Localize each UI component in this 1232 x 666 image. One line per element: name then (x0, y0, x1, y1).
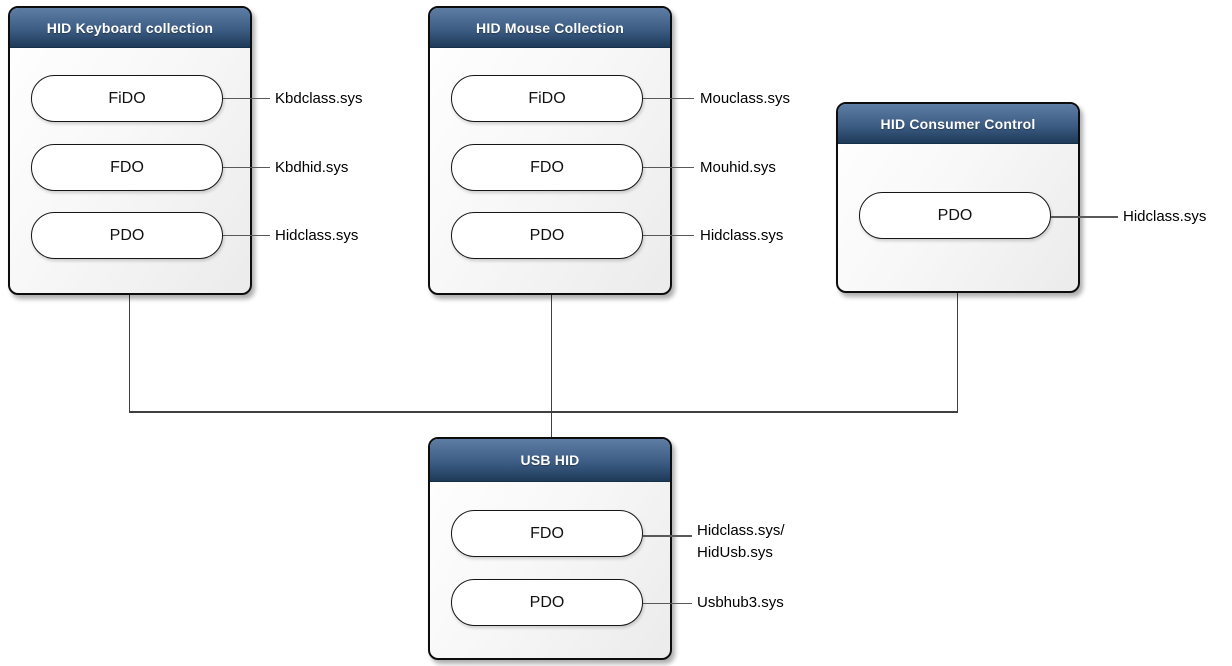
leader-keyboard-pdo (223, 234, 270, 236)
leader-keyboard-fido (223, 97, 270, 99)
connector-consumer-to-bus (956, 293, 958, 412)
driver-label-hidclass-kbd: Hidclass.sys (275, 227, 359, 244)
connector-bus-horizontal (128, 411, 958, 413)
node-usb-fdo: FDO (451, 510, 643, 557)
driver-label-hidclass-hidusb: Hidclass.sys/ HidUsb.sys (697, 522, 785, 561)
box-title: HID Consumer Control (880, 115, 1036, 132)
node-label: FiDO (528, 89, 566, 107)
box-title-bar: HID Consumer Control (838, 104, 1078, 144)
driver-label-hidclass-mouse: Hidclass.sys (700, 227, 784, 244)
driver-label-usbhub3: Usbhub3.sys (697, 594, 784, 611)
node-label: PDO (529, 226, 565, 244)
node-keyboard-fido: FiDO (31, 75, 223, 122)
driver-label-mouclass: Mouclass.sys (700, 90, 791, 107)
node-mouse-fido: FiDO (451, 75, 643, 122)
node-usb-pdo: PDO (451, 579, 643, 626)
node-label: PDO (109, 226, 145, 244)
leader-mouse-fido (643, 97, 694, 99)
node-consumer-pdo: PDO (859, 192, 1051, 239)
leader-usb-pdo (643, 602, 692, 604)
node-keyboard-pdo: PDO (31, 212, 223, 259)
box-hid-consumer-control: HID Consumer Control PDO (836, 102, 1080, 293)
leader-mouse-pdo (643, 234, 694, 236)
box-title-bar: USB HID (430, 439, 670, 482)
node-label: FDO (530, 524, 564, 542)
box-usb-hid: USB HID FDO PDO (428, 437, 672, 660)
box-title-bar: HID Mouse Collection (430, 8, 670, 48)
leader-consumer-pdo (1051, 216, 1118, 218)
driver-label-hidclass-consumer: Hidclass.sys (1123, 208, 1207, 225)
box-hid-keyboard-collection: HID Keyboard collection FiDO FDO PDO (8, 6, 252, 295)
leader-keyboard-fdo (223, 166, 270, 168)
node-label: FDO (110, 158, 144, 176)
leader-mouse-fdo (643, 166, 694, 168)
driver-label-kbdclass: Kbdclass.sys (275, 90, 363, 107)
driver-label-kbdhid: Kbdhid.sys (275, 159, 349, 176)
box-title-bar: HID Keyboard collection (10, 8, 250, 48)
box-title: USB HID (520, 452, 580, 468)
node-label: PDO (529, 593, 565, 611)
node-label: FDO (530, 158, 564, 176)
node-keyboard-fdo: FDO (31, 144, 223, 191)
driver-label-mouhid: Mouhid.sys (700, 159, 776, 176)
leader-usb-fdo (643, 535, 692, 537)
box-hid-mouse-collection: HID Mouse Collection FiDO FDO PDO (428, 6, 672, 295)
connector-mouse-to-usbhid (550, 295, 552, 437)
node-label: FiDO (108, 89, 146, 107)
connector-keyboard-to-bus (128, 295, 130, 412)
node-mouse-pdo: PDO (451, 212, 643, 259)
node-label: PDO (937, 206, 973, 224)
box-title: HID Mouse Collection (476, 19, 624, 36)
box-title: HID Keyboard collection (46, 19, 214, 36)
node-mouse-fdo: FDO (451, 144, 643, 191)
